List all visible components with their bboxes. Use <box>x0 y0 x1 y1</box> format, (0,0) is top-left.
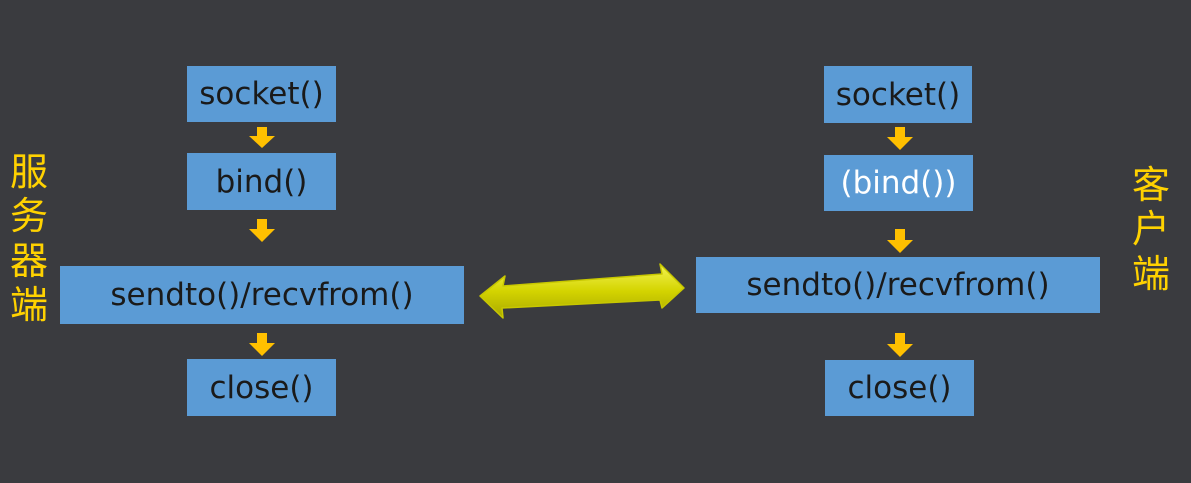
server-arrow-down-icon <box>249 219 275 242</box>
client-socket-box: socket() <box>824 66 972 123</box>
server-socket-box: socket() <box>187 66 336 122</box>
client-arrow-down-icon <box>887 127 913 150</box>
server-close-box: close() <box>187 359 336 416</box>
server-sendto-recvfrom-box: sendto()/recvfrom() <box>60 266 464 324</box>
server-arrow-down-icon <box>249 127 275 148</box>
client-label: 客户端 <box>1131 163 1170 296</box>
server-bind-box: bind() <box>187 153 336 210</box>
client-close-box: close() <box>825 360 974 416</box>
client-arrow-down-icon <box>887 333 913 357</box>
client-bind-box: (bind()) <box>824 155 973 211</box>
double-arrow-icon <box>479 263 685 319</box>
client-sendto-recvfrom-box: sendto()/recvfrom() <box>696 257 1100 313</box>
server-label: 服务器端 <box>9 150 48 328</box>
server-arrow-down-icon <box>249 333 275 356</box>
client-arrow-down-icon <box>887 229 913 253</box>
